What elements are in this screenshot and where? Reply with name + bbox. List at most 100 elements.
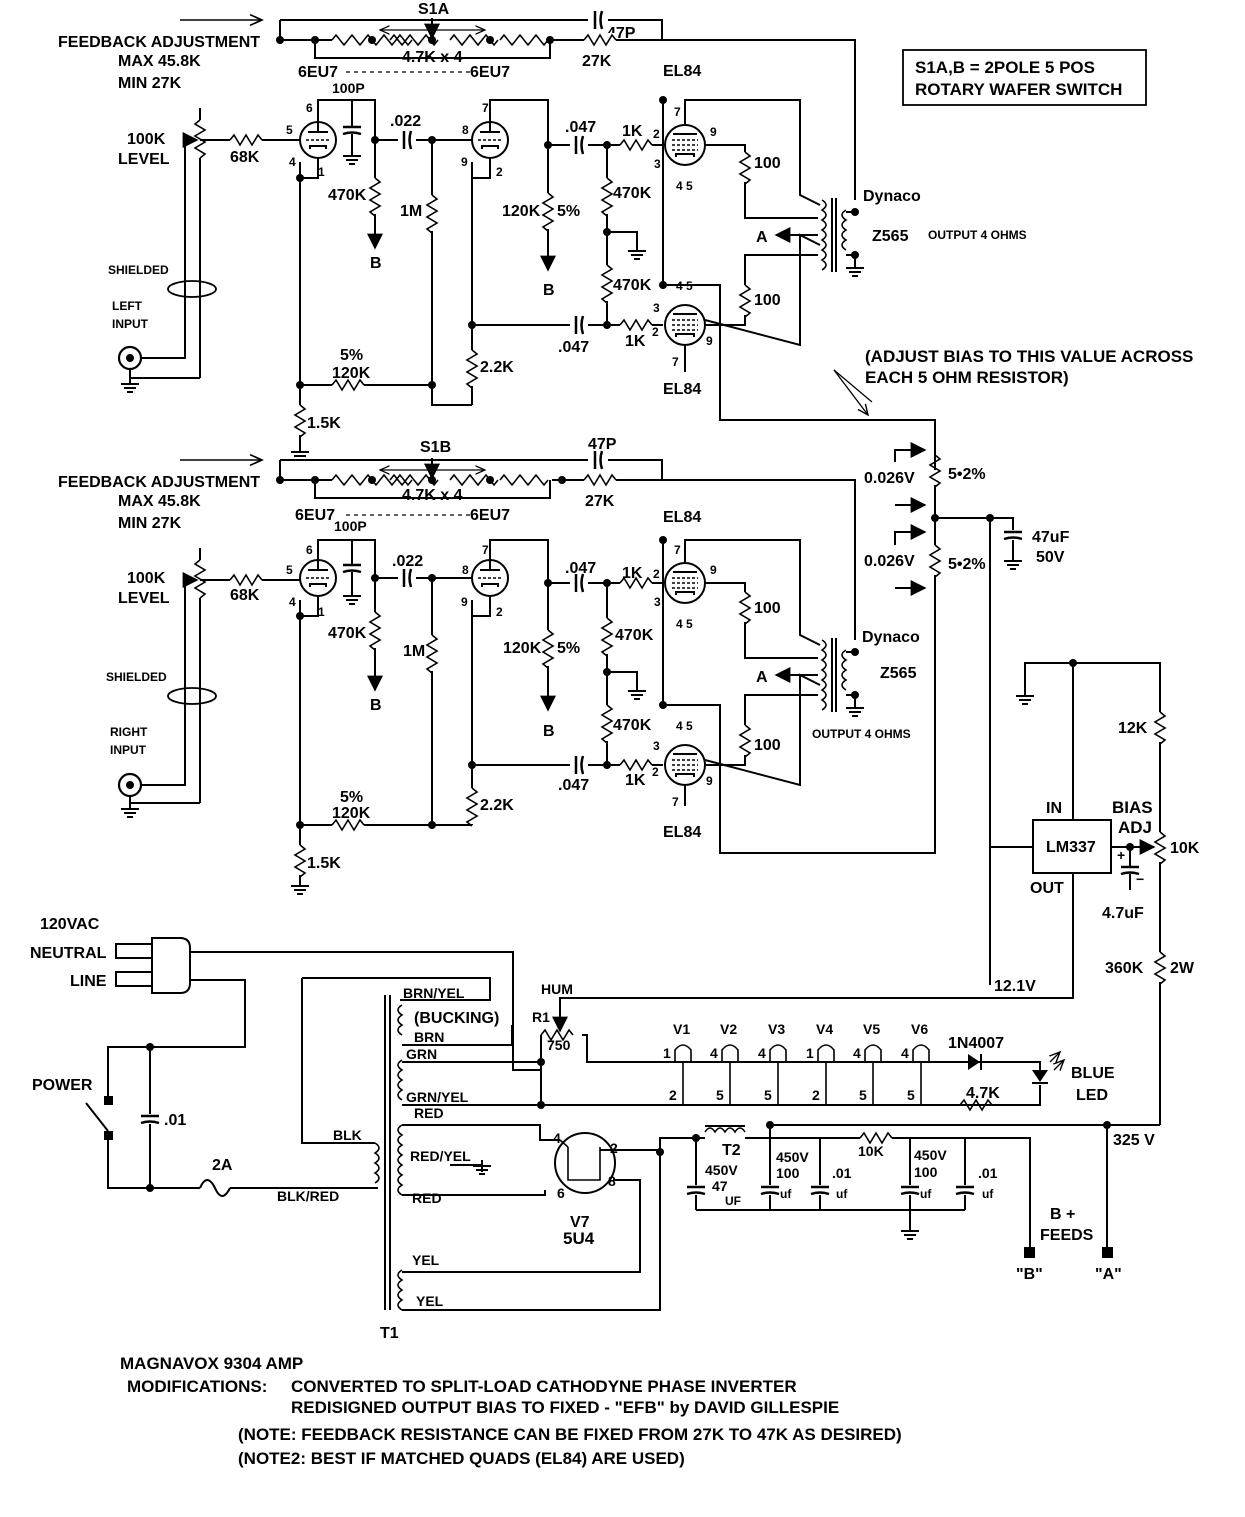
reg-cap-value: 4.7uF [1102, 905, 1144, 922]
reg-cap-minus: − [1136, 871, 1144, 887]
screen-res-bottom-value: 100 [754, 292, 781, 309]
cathodyne-res-value: 120K [503, 640, 542, 657]
switch-note-box [902, 49, 1147, 106]
feedback-max: MAX 45.8K [118, 53, 201, 70]
footer-notes: MAGNAVOX 9304 AMP MODIFICATIONS: CONVERT… [120, 1354, 902, 1468]
rect-pin4: 4 [553, 1130, 561, 1146]
heater-label-v5: V5 [863, 1021, 880, 1037]
output-transformer [820, 638, 848, 712]
fb-res-value: 120K [332, 365, 371, 382]
feedback-cap-wire [280, 19, 663, 40]
filter-cap-1 [685, 1185, 707, 1196]
heater-pin-top: 4 [853, 1045, 861, 1061]
power-switch-label: POWER [32, 1077, 93, 1094]
rectifier-tube [554, 1132, 616, 1194]
svg-text:4 5: 4 5 [676, 179, 693, 193]
switch-resistors: 4.7K x 4 [402, 487, 463, 504]
grid-stopper-top [619, 138, 653, 152]
power-tube-top [664, 124, 706, 166]
reg-pot-value: 10K [1170, 840, 1200, 857]
tube-left-label: 6EU7 [295, 507, 335, 524]
screen-res-top-value: 100 [754, 155, 781, 172]
level-pot-value: 100K [127, 570, 166, 587]
node-a: A [756, 229, 768, 246]
filter-cap-3 [809, 1185, 831, 1196]
rect-label: V7 [570, 1214, 590, 1231]
power-tube-bottom-label: EL84 [663, 381, 701, 398]
switch-note-line1: S1A,B = 2POLE 5 POS [915, 58, 1095, 77]
bias-adj-1: BIAS [1112, 798, 1153, 817]
bias-voltage-2: 0.026V [864, 553, 915, 570]
svg-text:9: 9 [710, 563, 717, 577]
svg-text:7: 7 [482, 101, 489, 115]
svg-text:3: 3 [654, 157, 661, 171]
feedback-res-value: 27K [585, 493, 615, 510]
svg-text:7: 7 [672, 795, 679, 809]
bias-cap-value: 47uF [1032, 529, 1070, 546]
input-resistor [229, 133, 263, 147]
output-label: OUTPUT 4 OHMS [928, 228, 1027, 242]
filter-resistor [859, 1131, 893, 1145]
wire-red2: RED [412, 1190, 442, 1206]
diode-icon [968, 1054, 980, 1070]
node-b-2: B [543, 282, 555, 299]
led-label-2: LED [1076, 1087, 1108, 1104]
filter-cap4-unit: uf [920, 1187, 932, 1201]
svg-text:6: 6 [306, 101, 313, 115]
output-transformer [820, 198, 848, 272]
cathodyne-res-tol: 5% [557, 203, 580, 220]
switch-label: S1A [418, 1, 450, 18]
fuse [199, 1179, 231, 1197]
filter-cap4-voltage: 450V [914, 1147, 947, 1163]
reg-out-label: OUT [1030, 880, 1064, 897]
shield-ring [167, 280, 217, 298]
footer-note-1: (NOTE: FEEDBACK RESISTANCE CAN BE FIXED … [238, 1425, 902, 1444]
shielded-label: SHIELDED [108, 263, 169, 277]
heater-label-v3: V3 [768, 1021, 785, 1037]
svg-text:2: 2 [653, 127, 660, 141]
bias-cap-voltage: 50V [1036, 549, 1065, 566]
transformer-model: Z565 [872, 228, 909, 245]
coupling-cap-top-value: .047 [565, 560, 596, 577]
input-jack[interactable] [117, 772, 143, 798]
svg-text:7: 7 [674, 105, 681, 119]
heater-v1 [674, 1044, 692, 1105]
feedback-min: MIN 27K [118, 75, 182, 92]
svg-text:7: 7 [672, 355, 679, 369]
line-cap-value: .01 [164, 1112, 186, 1129]
node-b-2: B [543, 723, 555, 740]
input-name: RIGHT [110, 725, 148, 739]
wire-blkred: BLK/RED [277, 1188, 339, 1204]
plate-res-value: 470K [328, 187, 367, 204]
cathode-res-value: 1.5K [307, 415, 341, 432]
bias-note-line2: EACH 5 OHM RESISTOR) [865, 368, 1069, 387]
svg-text:9: 9 [706, 774, 713, 788]
bias-res-value: 2.2K [480, 359, 514, 376]
heater-label-v6: V6 [911, 1021, 928, 1037]
bias-adj-pot[interactable] [1153, 831, 1167, 865]
regulator-section: 12K LM337 IN OUT BIAS ADJ 10K + − 4.7uF … [559, 659, 1200, 1125]
svg-text:2: 2 [496, 165, 503, 179]
output-label: OUTPUT 4 OHMS [812, 727, 911, 741]
input-jack[interactable] [117, 345, 143, 371]
svg-text:8: 8 [462, 563, 469, 577]
grid-stopper-top-value: 1K [622, 123, 643, 140]
coupling-cap1-value: .022 [392, 553, 423, 570]
filter-cap4-value: 100 [914, 1164, 938, 1180]
transformer-model: Z565 [880, 665, 917, 682]
heater-pin-bottom: 5 [716, 1087, 724, 1103]
power-switch[interactable] [85, 1096, 113, 1140]
reg-res-bottom [1153, 951, 1167, 985]
svg-text:2: 2 [653, 567, 660, 581]
fuse-value: 2A [212, 1157, 233, 1174]
wire-blk: BLK [333, 1127, 362, 1143]
grid-leak-bottom-value: 470K [613, 717, 652, 734]
screen-res-top [738, 151, 752, 185]
plate-cap-value: 100P [334, 518, 367, 534]
wire-brn: BRN [414, 1029, 444, 1045]
tube-right-label: 6EU7 [470, 64, 510, 81]
grid-leak-bottom [600, 264, 614, 304]
wire-red: RED [414, 1105, 444, 1121]
heater-label-v4: V4 [816, 1021, 833, 1037]
filter-cap5-value: .01 [978, 1165, 998, 1181]
